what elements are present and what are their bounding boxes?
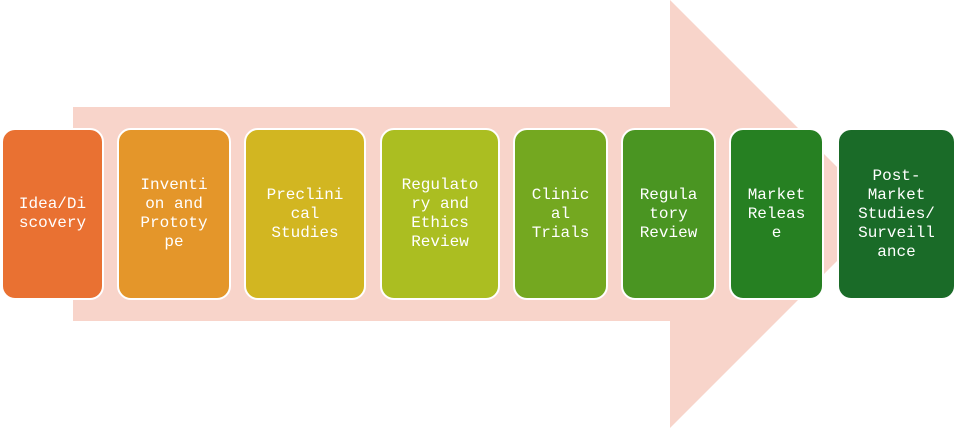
stage-market-release: Market Releas e	[729, 128, 824, 300]
stage-label: Preclini cal Studies	[266, 185, 344, 242]
stage-regulatory-review: Regula tory Review	[621, 128, 716, 300]
stage-preclinical-studies: Preclini cal Studies	[244, 128, 366, 300]
stage-post-market-surveillance: Post- Market Studies/ Surveill ance	[837, 128, 956, 300]
stage-invention-prototype: Inventi on and Prototy pe	[117, 128, 231, 300]
stage-regulatory-ethics-review: Regulato ry and Ethics Review	[380, 128, 500, 300]
stage-idea-discovery: Idea/Di scovery	[1, 128, 104, 300]
stage-label: Idea/Di scovery	[18, 195, 87, 232]
stage-label: Regulato ry and Ethics Review	[401, 176, 479, 251]
stage-label: Inventi on and Prototy pe	[140, 176, 208, 251]
stage-clinical-trials: Clinic al Trials	[513, 128, 608, 300]
stage-label: Clinic al Trials	[531, 185, 590, 242]
stage-label: Market Releas e	[747, 185, 806, 242]
stage-label: Post- Market Studies/ Surveill ance	[858, 166, 935, 261]
stage-label: Regula tory Review	[639, 185, 698, 242]
